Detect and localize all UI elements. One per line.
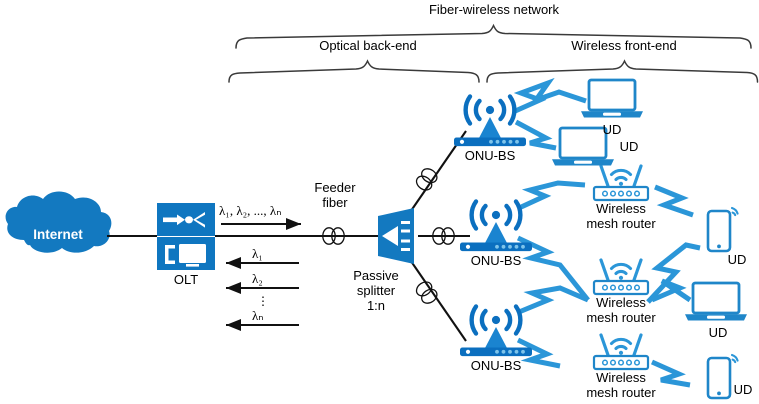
mesh-router-3 xyxy=(592,333,650,371)
wireless-link-icon xyxy=(651,278,692,303)
upstream-wavelength-label-n: λₙ xyxy=(252,308,264,323)
link-splitter-onu-top xyxy=(403,130,467,222)
ud-phone-1-label: UD xyxy=(727,252,747,267)
internet-label: Internet xyxy=(33,227,83,242)
brace-fiber-wireless-network xyxy=(235,23,752,49)
wireless-link-icon xyxy=(516,337,561,369)
feeder-fiber-label: Feeder fiber xyxy=(314,180,356,210)
ud-laptop-1-label: UD xyxy=(602,122,622,137)
onu-bs-top-label: ONU-BS xyxy=(464,148,516,163)
passive-splitter-label: Passive splitter 1:n xyxy=(353,268,399,313)
wireless-link-icon xyxy=(511,77,587,115)
brace-label-fiber-wireless-network: Fiber-wireless network xyxy=(428,2,560,17)
ud-phone-2-label: UD xyxy=(733,382,753,397)
internet-cloud xyxy=(5,191,112,253)
upstream-wavelength-label-1: λ₁ xyxy=(252,246,263,261)
wavelength-arrows xyxy=(221,217,301,332)
onu-bs-bottom-label: ONU-BS xyxy=(470,358,522,373)
olt-label: OLT xyxy=(173,272,199,287)
wireless-link-icon xyxy=(517,180,586,211)
onu-bs-bottom xyxy=(460,307,532,357)
ud-laptop-3-label: UD xyxy=(708,325,728,340)
mesh-router-2-label: Wireless mesh router xyxy=(586,295,656,325)
mesh-router-3-label: Wireless mesh router xyxy=(586,370,656,400)
ud-laptop-2-label: UD xyxy=(619,139,639,154)
mesh-router-1-label: Wireless mesh router xyxy=(586,201,656,231)
ud-laptop-3 xyxy=(683,281,749,322)
onu-bs-top xyxy=(454,97,526,147)
brace-wireless-front-end xyxy=(486,59,759,83)
downstream-wavelength-label: λ₁, λ₂, ..., λₙ xyxy=(219,203,282,218)
mesh-router-2 xyxy=(592,258,650,296)
brace-optical-back-end xyxy=(228,59,480,83)
optical-fiber-lines xyxy=(107,130,470,342)
wireless-link-icon xyxy=(518,285,589,315)
wireless-link-icon xyxy=(654,184,694,218)
wireless-links xyxy=(511,77,701,388)
wireless-link-icon xyxy=(650,359,691,388)
brace-label-wireless-front-end: Wireless front-end xyxy=(571,38,677,53)
onu-bs-mid xyxy=(460,202,532,252)
upstream-wavelength-label-2: λ₂ xyxy=(252,271,263,286)
brace-label-optical-back-end: Optical back-end xyxy=(319,38,417,53)
ud-laptop-1 xyxy=(579,78,645,119)
wireless-link-icon xyxy=(516,235,590,302)
olt-device xyxy=(157,203,215,270)
link-splitter-onu-bottom xyxy=(403,250,467,342)
onu-bs-mid-label: ONU-BS xyxy=(470,253,522,268)
wireless-link-icon xyxy=(514,119,557,151)
mesh-router-1 xyxy=(592,164,650,202)
upstream-wavelength-ellipsis: ⋮ xyxy=(257,294,269,308)
passive-splitter-icon xyxy=(378,208,414,264)
ud-phone-1 xyxy=(706,206,739,253)
